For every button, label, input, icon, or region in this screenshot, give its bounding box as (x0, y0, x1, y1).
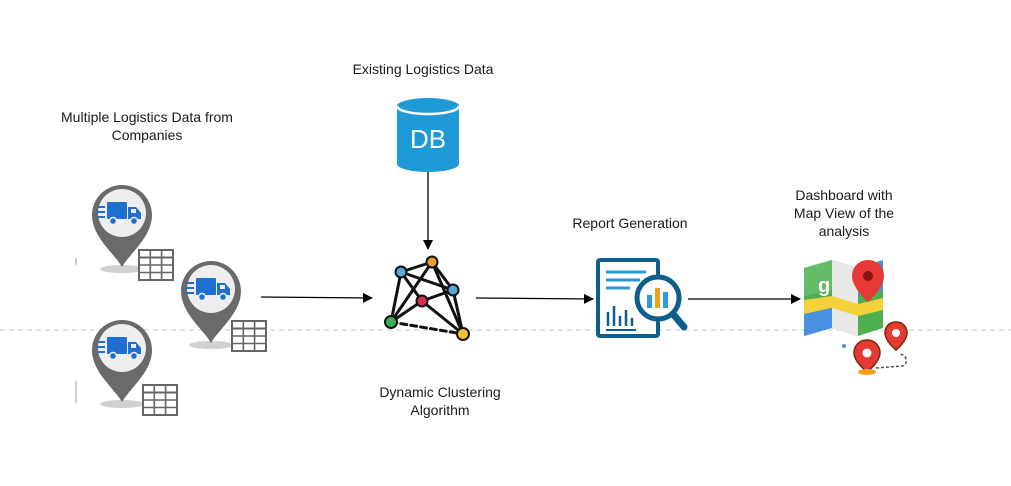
arrow-companies-to-clustering (260, 292, 373, 303)
report-magnifier-icon (596, 258, 688, 338)
dashboard-label: Dashboard with Map View of the analysis (793, 187, 895, 239)
arrow-clustering-to-report (475, 293, 594, 304)
svg-text:g: g (818, 275, 830, 297)
companies-label: Multiple Logistics Data from Companies (61, 109, 233, 143)
report-label: Report Generation (572, 215, 688, 231)
network-nodes (384, 255, 470, 341)
database-icon (395, 98, 461, 172)
db-label: DB (409, 124, 447, 154)
existing-data-label: Existing Logistics Data (352, 61, 494, 77)
clustering-label: Dynamic Clustering Algorithm (379, 384, 501, 418)
truck-location-pin-icon (75, 184, 267, 416)
map-with-pins-icon: g (804, 260, 908, 375)
